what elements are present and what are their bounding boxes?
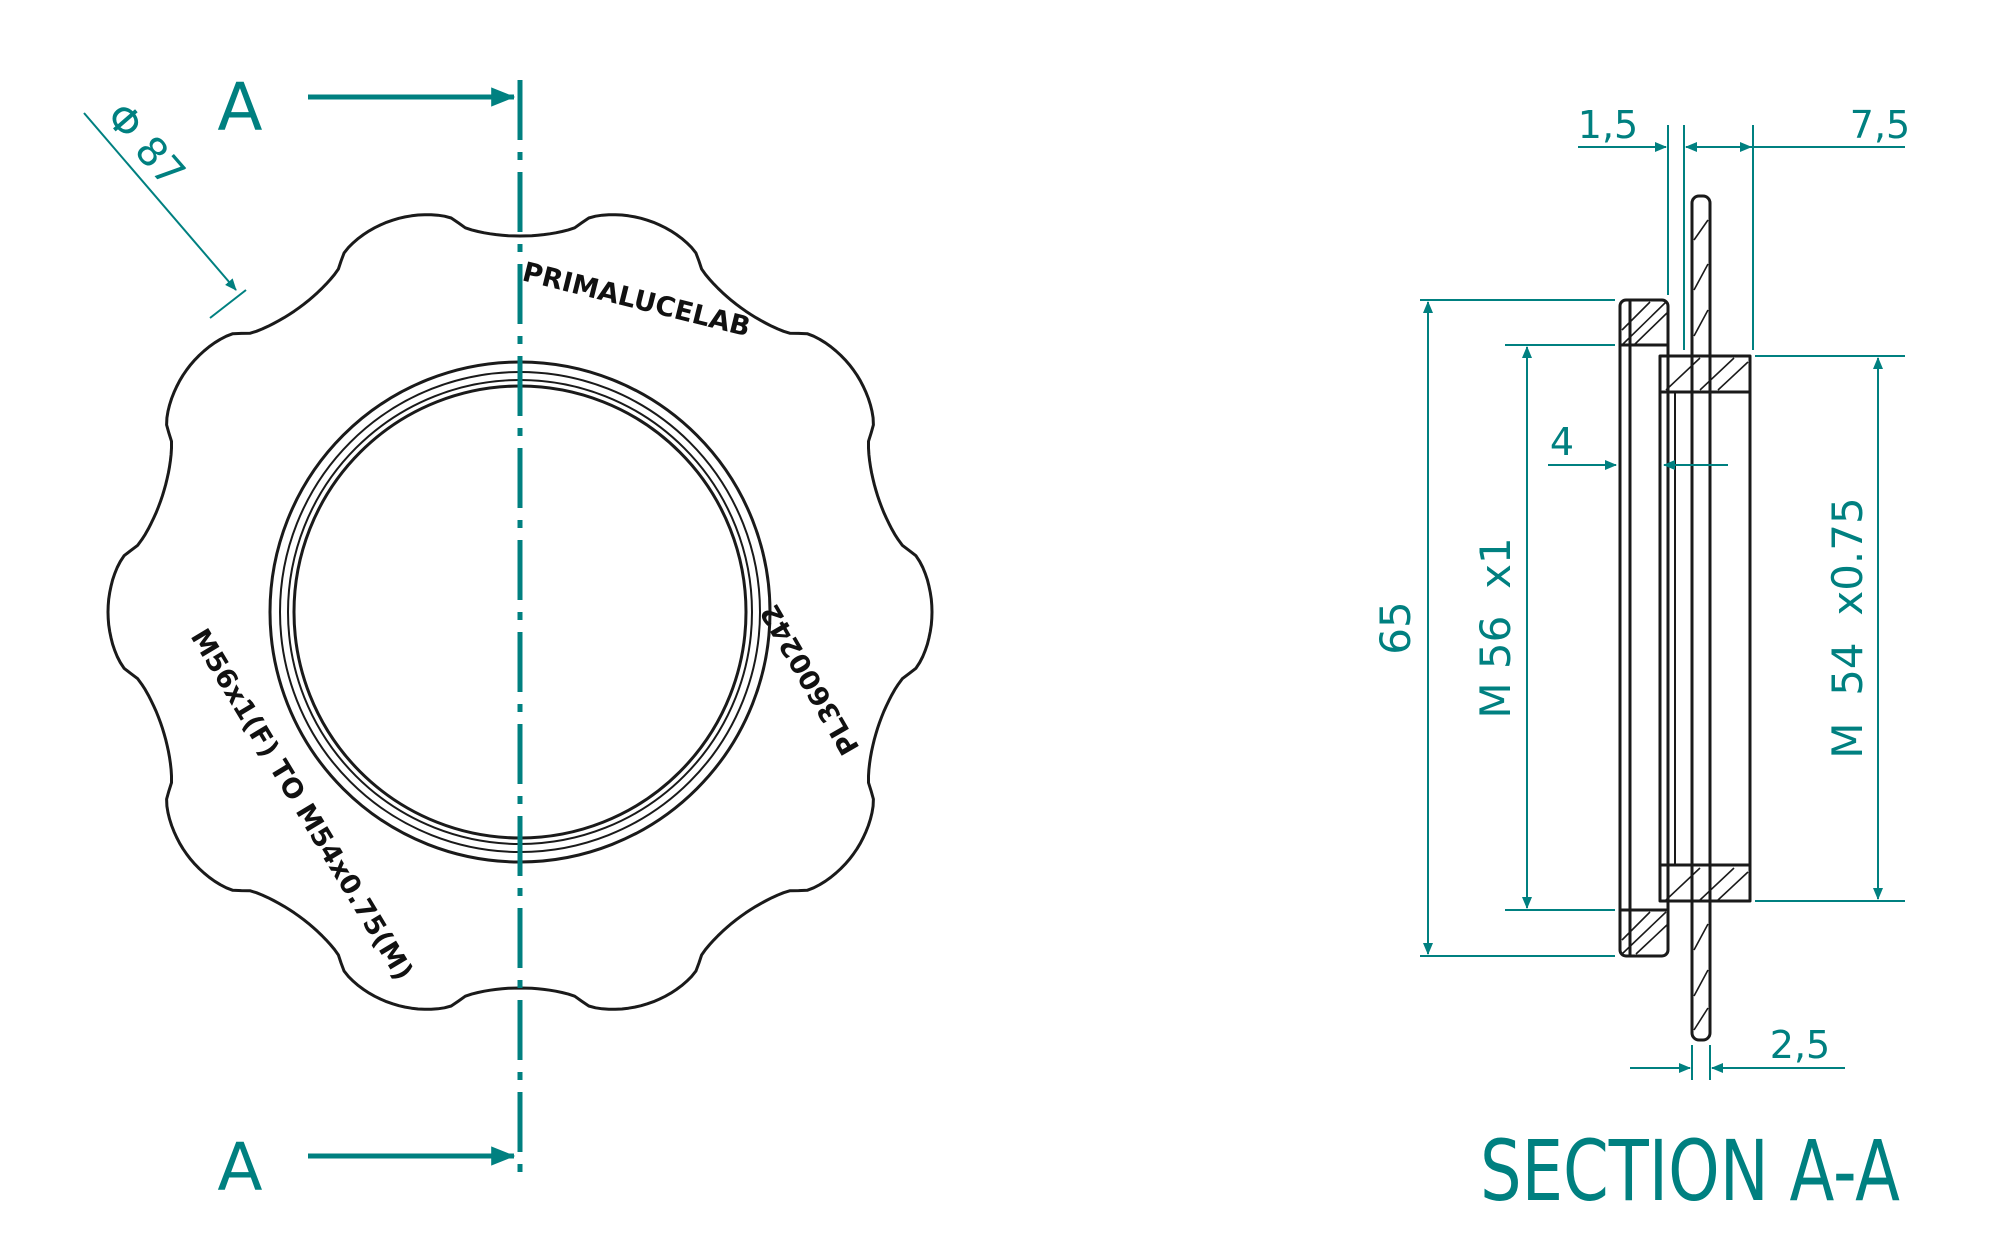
thread-spec-engraving: M56x1(F) TO M54x0.75(M) <box>184 624 419 986</box>
flange-body <box>1618 298 1670 958</box>
dim-inner-step-label: 4 <box>1550 420 1574 464</box>
knob-disc <box>1690 194 1712 1042</box>
dim-bottom-label: 2,5 <box>1770 1023 1830 1067</box>
dim-overall-height-label: 65 <box>1371 601 1420 654</box>
section-marker-bottom: A <box>217 1129 262 1206</box>
male-ring <box>1658 354 1752 903</box>
section-hatching <box>1621 219 1749 1031</box>
front-view: A A Φ 87 PRIMALUCELAB PL3600242 M56x1(F)… <box>83 69 934 1206</box>
diameter-leader <box>83 112 237 291</box>
section-view: 1,5 7,5 4 2,5 65 M 56 x1 M 54 x0.75 SECT… <box>1371 103 1910 1220</box>
section-marker-top: A <box>217 69 262 146</box>
diameter-extension <box>209 289 247 319</box>
dim-top-right-label: 7,5 <box>1850 103 1910 147</box>
extension-lines <box>1420 125 1905 1080</box>
dim-thread-male-label: M 54 x0.75 <box>1823 497 1872 758</box>
dim-top-left-label: 1,5 <box>1578 103 1638 147</box>
section-title: SECTION A-A <box>1480 1122 1900 1220</box>
dim-thread-female-label: M 56 x1 <box>1471 537 1520 718</box>
part-number-engraving: PL3600242 <box>755 599 866 760</box>
brand-engraving: PRIMALUCELAB <box>519 257 753 344</box>
